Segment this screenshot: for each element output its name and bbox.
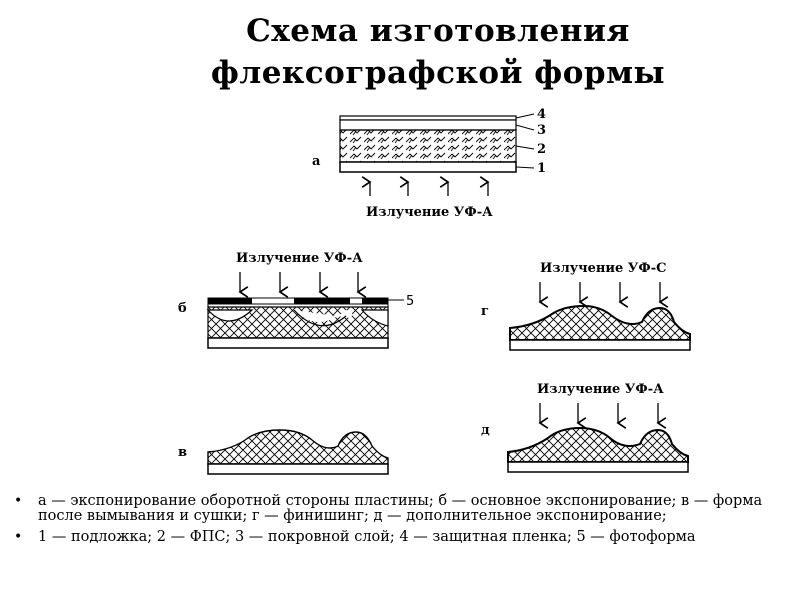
note-item: • 1 — подложка; 2 — ФПС; 3 — покровной с…: [14, 530, 784, 545]
note-stages: а — экспонирование оборотной стороны пла…: [38, 493, 763, 524]
panel-g-plate: [509, 304, 691, 351]
panel-v-plate: [207, 429, 389, 475]
panel-b-arrows: [238, 272, 367, 298]
legend-notes: • а — экспонирование оборотной стороны п…: [14, 494, 784, 551]
panel-a-number-2: 2: [537, 142, 546, 157]
panel-d-plate: [507, 426, 689, 473]
note-item: • а — экспонирование оборотной стороны п…: [14, 494, 784, 524]
panel-a: а 4 3 2 1 Излучение УФ-А: [312, 107, 546, 220]
title-line-2: флексографской формы: [210, 55, 666, 91]
panel-a-number-3: 3: [537, 123, 546, 138]
panel-a-number-1: 1: [537, 161, 546, 176]
panel-b: Излучение УФ-А б 5: [178, 251, 414, 349]
note-layers: 1 — подложка; 2 — ФПС; 3 — покровной сло…: [38, 529, 696, 545]
panel-g-caption: Излучение УФ-С: [540, 261, 666, 276]
panel-b-number-5: 5: [406, 294, 414, 309]
page-title: Схема изготовления флексографской формы: [0, 10, 800, 94]
panel-b-plate: [206, 303, 389, 349]
panel-a-number-4: 4: [537, 107, 546, 122]
panel-g-arrows: [538, 282, 669, 308]
panel-b-caption: Излучение УФ-А: [236, 251, 363, 266]
panel-a-plate: [339, 115, 517, 173]
bullet-icon: •: [14, 493, 23, 509]
panel-a-label: а: [312, 154, 321, 169]
panel-b-photomask: [207, 297, 389, 305]
bullet-icon: •: [14, 529, 23, 545]
panel-g: Излучение УФ-С г: [481, 261, 691, 351]
panel-v: в: [178, 429, 389, 475]
title-line-1: Схема изготовления: [246, 13, 630, 49]
panel-v-label: в: [178, 445, 187, 460]
panel-b-label: б: [178, 301, 187, 316]
panel-a-arrows: [361, 176, 490, 196]
panel-a-caption: Излучение УФ-А: [366, 205, 493, 220]
panel-g-label: г: [481, 304, 489, 319]
panel-d-arrows: [538, 403, 667, 429]
panel-d-caption: Излучение УФ-А: [537, 382, 664, 397]
panel-d-label: д: [481, 423, 490, 438]
panel-d: Излучение УФ-А д: [481, 382, 689, 473]
panel-a-leaders: [515, 113, 535, 169]
